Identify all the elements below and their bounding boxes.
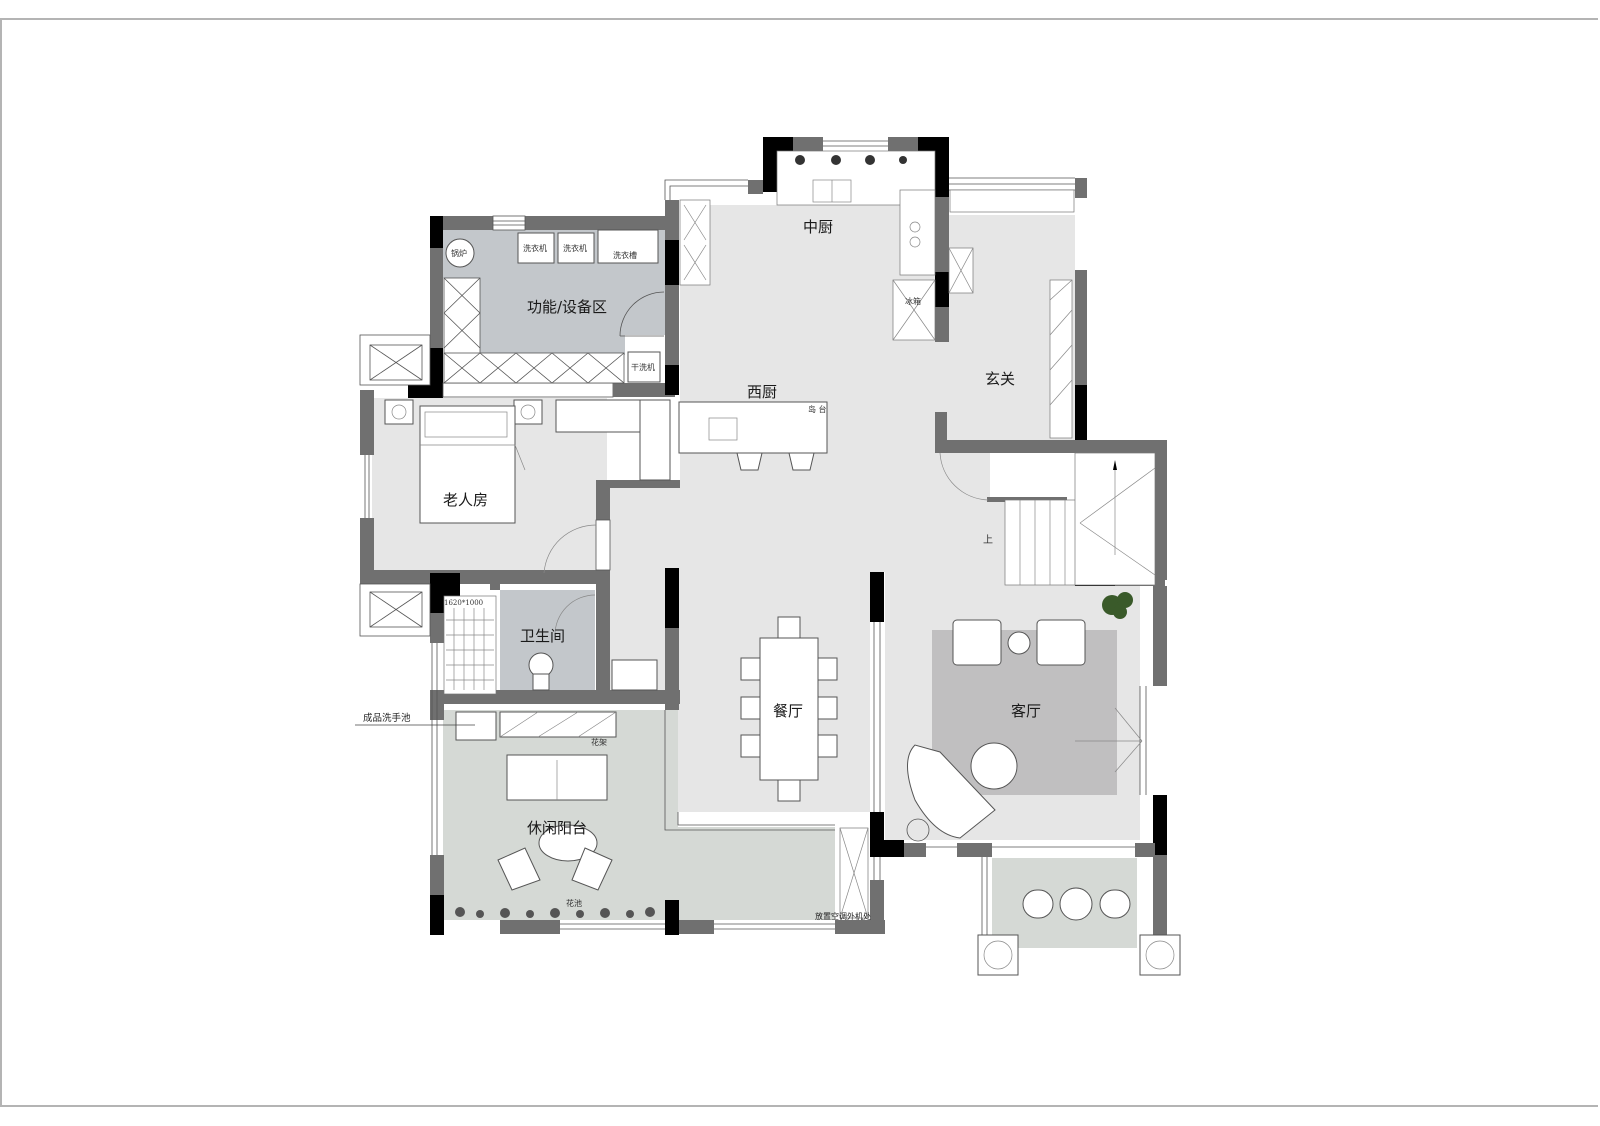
- dining-table: [759, 637, 819, 781]
- armchair-icon: [497, 847, 541, 891]
- drawing-frame: [0, 18, 1598, 1107]
- washer-icon: [517, 232, 555, 264]
- staircase: 上: [983, 452, 1156, 586]
- room-label-bathroom: 卫生间: [520, 627, 565, 645]
- room-label-elder-bedroom: 老人房: [443, 491, 488, 509]
- dryer-icon: [627, 351, 661, 383]
- kitchen-island: [678, 401, 828, 454]
- western-kitchen: 岛 台 西厨: [555, 383, 828, 481]
- svg-text:洗衣机: 洗衣机: [523, 243, 547, 253]
- room-label-leisure-balcony: 休闲阳台: [527, 819, 587, 837]
- svg-text:洗衣机: 洗衣机: [563, 243, 587, 253]
- room-label-dining: 餐厅: [773, 702, 803, 720]
- armchair-icon: [571, 847, 613, 891]
- room-label-chinese-kitchen: 中厨: [803, 218, 833, 236]
- walls: [360, 137, 1167, 975]
- room-label-western-kitchen: 西厨: [747, 383, 777, 401]
- chinese-kitchen: 冰箱 中厨: [679, 150, 936, 341]
- armchair-icon: [952, 619, 1002, 666]
- svg-text:岛 台: 岛 台: [808, 404, 827, 414]
- front-terrace: [977, 887, 1181, 976]
- svg-text:花池: 花池: [566, 898, 582, 908]
- svg-text:锅炉: 锅炉: [451, 248, 467, 258]
- living-room: 客厅: [906, 592, 1143, 842]
- shower-tray: [443, 595, 497, 695]
- leisure-balcony: 花架 花池 放置空调外机处 休闲阳台: [455, 711, 871, 921]
- room-label-utility: 功能/设备区: [527, 298, 607, 316]
- floor-fills: [372, 205, 1140, 948]
- wash-basin-icon: [455, 711, 497, 741]
- toilet-icon: [528, 652, 554, 678]
- svg-text:1620*1000: 1620*1000: [444, 599, 483, 607]
- planter-plants-icon: [455, 907, 655, 918]
- elder-bedroom: 老人房: [384, 399, 597, 574]
- laundry-sink-icon: [597, 229, 659, 264]
- boiler-icon: [445, 238, 475, 268]
- svg-text:洗衣槽: 洗衣槽: [613, 250, 637, 260]
- room-label-living: 客厅: [1011, 702, 1041, 720]
- stair-direction-arrow-icon: [1113, 460, 1117, 470]
- bed-icon: [419, 405, 516, 524]
- bathroom: 1620*1000 卫生间: [443, 594, 658, 695]
- svg-text:冰箱: 冰箱: [905, 296, 921, 306]
- utility-fixtures: 锅炉 洗衣机 洗衣机 洗衣槽 干洗机 功能/设备区: [443, 229, 665, 384]
- washer-icon: [557, 232, 595, 264]
- foyer: 玄关: [939, 189, 1075, 501]
- basin-icon: [611, 659, 658, 691]
- coffee-table: [538, 824, 598, 862]
- basin-callout: 成品洗手池: [355, 712, 475, 726]
- sofa-icon: [907, 744, 996, 839]
- room-label-foyer: 玄关: [985, 370, 1015, 388]
- coffee-table: [970, 742, 1018, 790]
- ac-unit-note: 放置空调外机处: [815, 911, 871, 921]
- plant-icon: [1102, 592, 1133, 619]
- armchair-icon: [1036, 619, 1086, 666]
- svg-text:干洗机: 干洗机: [631, 362, 655, 372]
- svg-text:花架: 花架: [591, 737, 607, 747]
- dining: 餐厅: [740, 616, 838, 802]
- svg-text:成品洗手池: 成品洗手池: [363, 712, 411, 724]
- window-lines: [359, 140, 1147, 935]
- svg-text:上: 上: [983, 534, 993, 546]
